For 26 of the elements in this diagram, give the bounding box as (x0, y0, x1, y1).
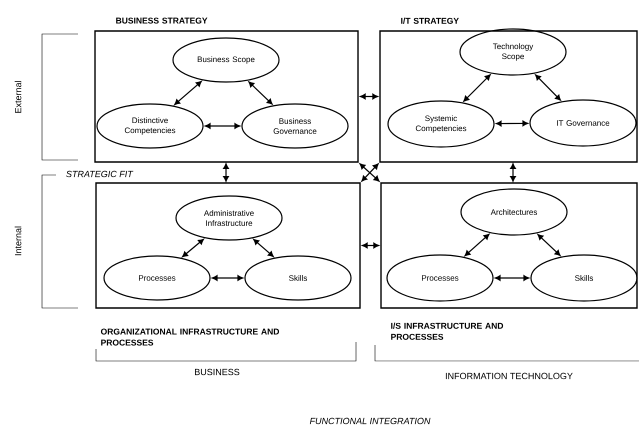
arrow (362, 242, 379, 248)
arrow (253, 238, 274, 258)
arrow (463, 74, 491, 102)
node-label: BUSINESS STRATEGY (116, 18, 208, 24)
axis-label: STRATEGIC FIT (66, 170, 134, 178)
arrow (360, 94, 378, 100)
arrow (174, 80, 202, 106)
arrow (182, 238, 204, 258)
arrow (537, 234, 561, 256)
node-label: I/S INFRASTRUCTURE AND PROCESSES (391, 322, 504, 340)
arrow (204, 123, 240, 129)
side-label: Internal (14, 226, 22, 256)
arrow (212, 275, 244, 281)
axis-label: FUNCTIONAL INTEGRATION (310, 418, 430, 424)
side-label: External (14, 81, 22, 113)
arrow (535, 74, 561, 101)
arrow (494, 275, 530, 281)
axis-label: INFORMATION TECHNOLOGY (446, 372, 573, 380)
node-label: ORGANIZATIONAL INFRASTRUCTURE AND PROCESSES (100, 328, 280, 346)
arrow (496, 120, 528, 126)
axis-label: BUSINESS (194, 368, 240, 376)
node-label: I/T STRATEGY (401, 18, 459, 24)
arrow (248, 81, 273, 105)
arrow (510, 163, 516, 182)
arrow (464, 234, 490, 256)
arrow (223, 163, 229, 182)
